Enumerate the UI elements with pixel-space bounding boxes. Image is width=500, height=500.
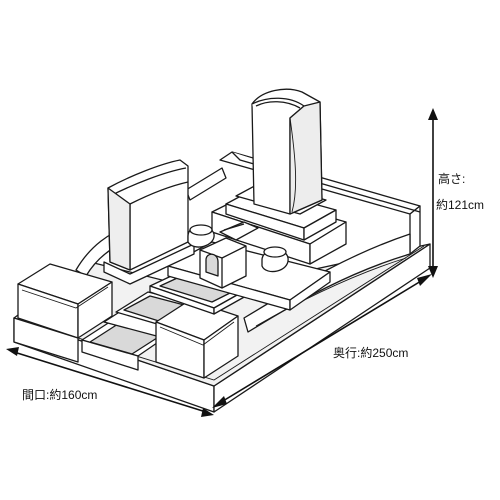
width-label: 間口:約160cm [22,386,97,403]
height-label-title: 高さ: [438,172,466,186]
width-arrow [6,347,214,417]
width-label-title: 間口: [22,388,50,402]
depth-label-title: 奥行: [333,346,361,360]
offerings [187,221,289,289]
front-left-base [13,317,79,363]
depth-value-text: 約250cm [360,346,409,360]
side-stele [103,159,195,285]
height-arrow [428,108,438,278]
depth-label: 奥行:約250cm [333,344,408,361]
offering-stand [149,269,247,315]
height-label: 高さ: [438,170,465,187]
width-value-text: 約160cm [49,388,98,402]
main-monument [211,88,347,265]
height-value-text: 約121cm [436,198,485,212]
height-value: 約121cm [436,196,484,213]
depth-arrow [212,274,432,408]
